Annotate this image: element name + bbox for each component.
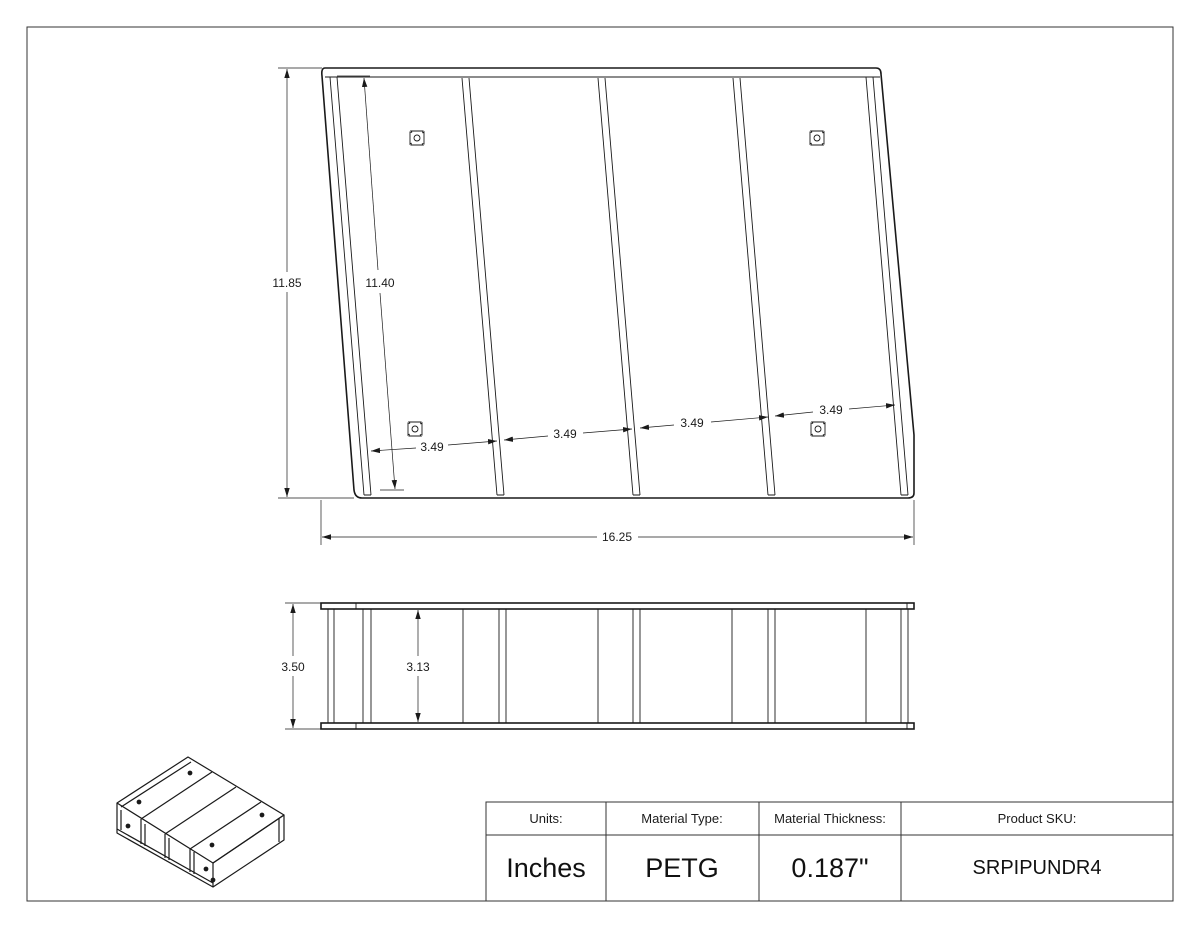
units-label: Units: (529, 811, 562, 826)
side-divider-a (362, 609, 372, 723)
material-type-label: Material Type: (641, 811, 722, 826)
material-thickness-label: Material Thickness: (774, 811, 886, 826)
material-thickness-value: 0.187" (791, 853, 868, 883)
dimension-spacing-3: 3.49 (639, 415, 769, 430)
divider-2 (597, 77, 641, 496)
dimension-label: 3.49 (680, 416, 704, 430)
dimension-spacing-1: 3.49 (370, 439, 498, 454)
mounting-hole-icon (810, 421, 826, 437)
dimension-label: 3.13 (406, 660, 430, 674)
dimension-front-height-inner: 11.40 (337, 75, 404, 491)
right-wall (865, 76, 909, 496)
side-divider-b (498, 609, 507, 723)
side-divider-d (767, 609, 776, 723)
dimension-label: 3.50 (281, 660, 305, 674)
left-wall (329, 76, 372, 496)
mounting-hole-icon (407, 421, 423, 437)
units-value: Inches (506, 853, 586, 883)
dimension-side-height-outer: 3.50 (281, 602, 321, 730)
title-block: Units: Material Type: Material Thickness… (485, 801, 1174, 902)
side-bottom-rail (320, 722, 915, 730)
side-view: 3.50 3.13 (281, 602, 915, 730)
dimension-label: 11.85 (272, 276, 301, 290)
front-view: 11.85 11.40 3.49 3.49 3.49 (272, 67, 915, 545)
mounting-hole-icon (409, 130, 425, 146)
divider-1 (461, 77, 505, 496)
dimension-label: 3.49 (819, 403, 843, 417)
product-sku-label: Product SKU: (998, 811, 1077, 826)
front-view-outline (321, 67, 915, 499)
dimension-overall-width: 16.25 (320, 500, 915, 545)
divider-3 (732, 77, 776, 496)
side-top-rail (320, 602, 915, 610)
side-right-wall (900, 609, 909, 723)
dimension-front-height-outer: 11.85 (272, 67, 354, 499)
material-type-value: PETG (645, 853, 719, 883)
dimension-label: 16.25 (602, 530, 632, 544)
product-sku-value: SRPIPUNDR4 (973, 857, 1102, 879)
isometric-view (116, 756, 285, 888)
side-divider-c (632, 609, 641, 723)
dimension-label: 11.40 (365, 276, 394, 290)
dimension-spacing-2: 3.49 (503, 427, 633, 442)
side-left-wall (327, 609, 335, 723)
dimension-side-height-inner: 3.13 (406, 610, 430, 722)
mounting-hole-icon (809, 130, 825, 146)
dimension-label: 3.49 (420, 440, 444, 454)
dimension-spacing-4: 3.49 (774, 403, 896, 418)
dimension-label: 3.49 (553, 427, 577, 441)
